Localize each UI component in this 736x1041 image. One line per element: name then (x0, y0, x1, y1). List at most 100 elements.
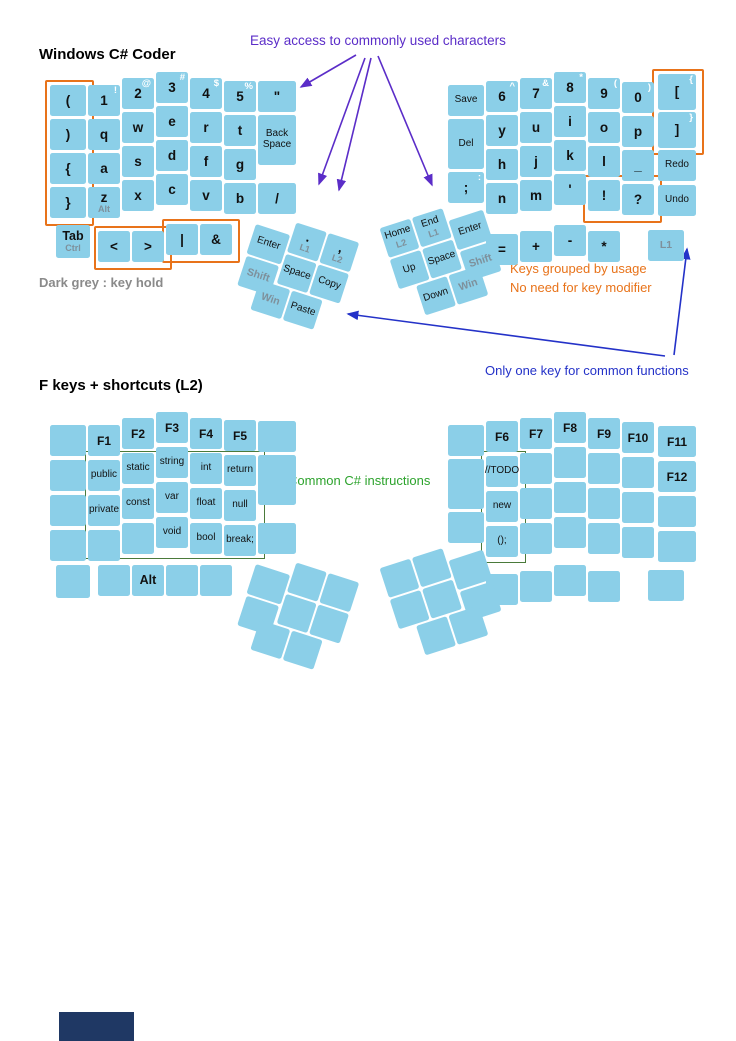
key-label: 0 (634, 89, 642, 105)
key-static: static (122, 453, 154, 484)
key-c: c (156, 174, 188, 205)
key-label: ? (633, 191, 643, 207)
key-label: x (134, 187, 142, 203)
key-save: Save (448, 85, 484, 116)
key-label: void (162, 526, 182, 538)
key-label: null (232, 499, 248, 511)
key-n: n (486, 183, 518, 214)
key-4: 4$ (190, 78, 222, 109)
key-label: Space (426, 248, 457, 268)
key-label: ' (568, 181, 572, 197)
key-blank (258, 421, 296, 452)
key-hold-sublabel: L2 (394, 236, 408, 250)
key-label: Enter (457, 220, 484, 238)
key-t: t (224, 115, 256, 146)
key-label: c (168, 181, 176, 197)
key-label: int (200, 462, 212, 474)
key-f9: F9 (588, 418, 620, 449)
key-blank (658, 496, 696, 527)
key-s: s (122, 146, 154, 177)
key-label: . (304, 229, 313, 245)
annotation-no-modifier: No need for key modifier (510, 280, 652, 295)
key-label: float (196, 497, 216, 509)
key-blank (554, 565, 586, 596)
key-blank (520, 488, 552, 519)
key-label: [ (674, 84, 680, 100)
key-f6: F6 (486, 421, 518, 452)
key-semicolon: ;: (448, 172, 484, 203)
key-label: p (633, 123, 643, 139)
key-label: ( (65, 92, 71, 108)
key-label: , (336, 239, 345, 256)
key-label: F12 (666, 469, 688, 484)
arrow-to-comma-key (336, 57, 372, 192)
annotation-easy-access: Easy access to commonly used characters (250, 33, 506, 48)
key-label: 7 (532, 85, 540, 101)
key-alt: Alt (132, 565, 164, 596)
key-label: > (144, 238, 152, 254)
key-m: m (520, 180, 552, 211)
key-q: q (88, 119, 120, 150)
key-5: 5% (224, 81, 256, 112)
key-f5: F5 (224, 420, 256, 451)
key-label: { (65, 160, 71, 176)
key-shift-label: $ (213, 78, 219, 89)
key-label: private (88, 504, 119, 516)
key-label: k (566, 147, 574, 163)
key-label: j (534, 153, 538, 169)
key-f8: F8 (554, 412, 586, 443)
key-label: * (601, 238, 607, 254)
key-label: ] (674, 122, 680, 138)
key-todo-comment: //TODO (484, 456, 520, 487)
key-o: o (588, 112, 620, 143)
key-blank (588, 523, 620, 554)
key-paren-close: ) (50, 119, 86, 150)
key-label: e (168, 113, 176, 129)
key-label: i (568, 113, 572, 129)
key-label: ! (601, 187, 607, 203)
key-f2: F2 (122, 418, 154, 449)
key-blank (648, 570, 684, 601)
key-hold-sublabel: Ctrl (65, 242, 81, 253)
key-label: 9 (600, 85, 608, 101)
key-label: Back Space (262, 128, 292, 150)
key-label: F9 (596, 426, 611, 441)
key-blank (50, 530, 86, 561)
key-label: //TODO (484, 465, 520, 477)
key-label: 8 (566, 79, 574, 95)
key-slash: / (258, 183, 296, 214)
key-label: n (497, 190, 507, 206)
key-h: h (486, 149, 518, 180)
annotation-grouped-by-usage: Keys grouped by usage (510, 261, 647, 276)
key-f10: F10 (622, 422, 654, 453)
annotation-one-key: Only one key for common functions (485, 363, 689, 378)
key-label: 1 (100, 92, 108, 108)
key-label: q (99, 126, 109, 142)
layout-title: Windows C# Coder (39, 46, 176, 63)
key-label: t (237, 122, 243, 138)
key-g: g (224, 149, 256, 180)
key-apostrophe: ' (554, 174, 586, 205)
key-less-than: < (98, 231, 130, 262)
key-label: ; (463, 179, 469, 195)
key-label: 4 (202, 85, 210, 101)
key-x: x (122, 180, 154, 211)
key-label: y (498, 122, 506, 138)
key-label: l (602, 153, 606, 169)
key-label: a (100, 160, 108, 176)
key-label: h (497, 156, 507, 172)
key-plus: + (520, 231, 552, 262)
key-6: 6^ (486, 81, 518, 112)
key-blank (520, 523, 552, 554)
key-label: 3 (168, 79, 176, 95)
key-shift-label: } (689, 112, 693, 123)
key-8: 8* (554, 72, 586, 103)
key-b: b (224, 183, 256, 214)
key-blank (88, 530, 120, 561)
key-e: e (156, 106, 188, 137)
key-blank (588, 571, 620, 602)
key-minus: - (554, 225, 586, 256)
